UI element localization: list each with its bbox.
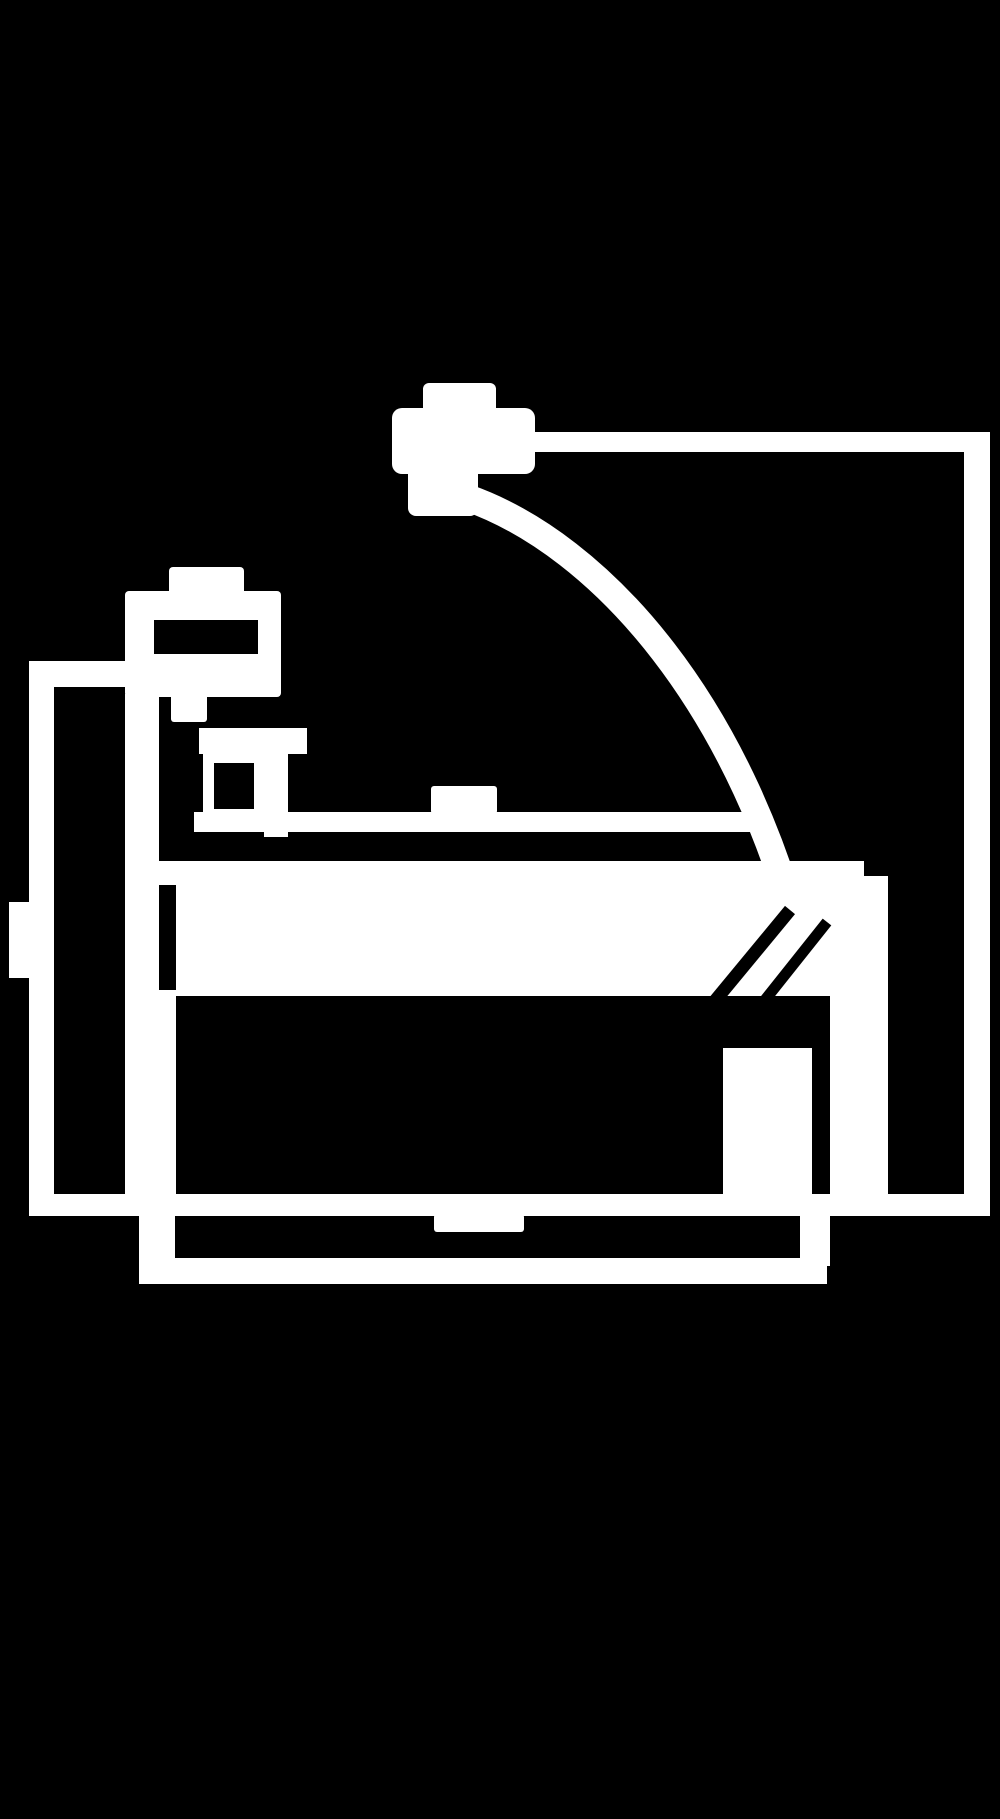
glass-edge-slash-b xyxy=(752,918,832,1014)
front-band xyxy=(176,884,864,996)
counter-top xyxy=(150,861,864,885)
left-column-foot xyxy=(148,990,176,1208)
control-head-nub xyxy=(171,694,207,722)
front-panel-cutout xyxy=(176,996,672,1194)
top-rail xyxy=(496,432,988,452)
right-gap-a xyxy=(672,996,723,1194)
hinge-knob-base xyxy=(408,464,478,516)
base-right-foot xyxy=(800,1208,830,1266)
bottom-tab xyxy=(434,1214,524,1232)
small-window-cutout xyxy=(214,763,254,809)
bottom-rail xyxy=(29,1194,990,1216)
curved-glass xyxy=(463,485,820,969)
right-gap-b xyxy=(812,996,830,1194)
hinge-knob-body xyxy=(392,408,535,474)
base-band xyxy=(139,1258,827,1284)
control-screen-cutout xyxy=(154,620,258,654)
outer-left-line xyxy=(29,679,54,1208)
control-head-cap xyxy=(169,567,244,595)
outer-left-tab xyxy=(9,902,33,978)
base-left-foot xyxy=(139,1208,175,1266)
shelf-line xyxy=(194,812,764,832)
lower-right-block xyxy=(723,1048,812,1208)
glass-edge-slash-a xyxy=(708,905,796,1007)
control-step xyxy=(199,728,307,754)
right-rail xyxy=(964,432,990,1208)
shelf-bracket xyxy=(431,786,497,814)
right-leg xyxy=(830,876,888,1208)
